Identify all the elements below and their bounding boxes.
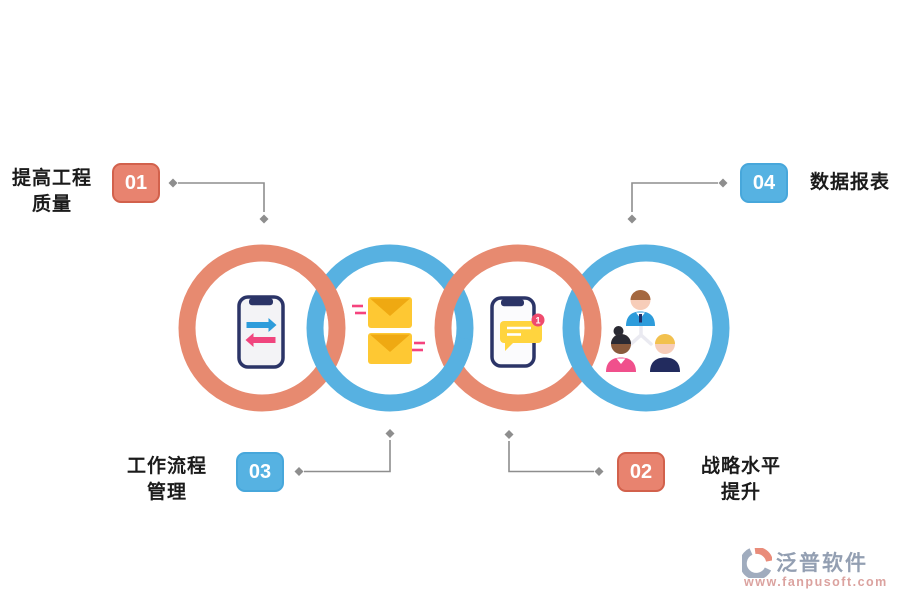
weave-patch <box>427 336 473 397</box>
watermark-brand: 泛普软件 <box>776 552 868 575</box>
diamond-endpoint <box>718 178 728 188</box>
notification-count: 1 <box>535 315 540 325</box>
watermark: 泛普软件 www.fanpusoft.com <box>742 547 898 593</box>
callout-02-line2: 提升 <box>720 482 761 503</box>
phone-transfer-icon <box>237 295 285 369</box>
diamond-endpoint <box>168 178 178 188</box>
callout-04-label: 数据报表 <box>800 170 900 196</box>
org-connector <box>629 324 653 346</box>
connector-04 <box>627 178 728 224</box>
phone-notch <box>501 299 524 307</box>
ring-2 <box>306 244 474 412</box>
connector-03 <box>294 429 395 476</box>
mail-icon <box>352 297 425 364</box>
fanpu-logo-icon <box>742 548 772 578</box>
diamond-endpoint <box>627 214 637 224</box>
callout-01-line2: 质量 <box>31 194 72 215</box>
ring-1 <box>178 244 346 412</box>
team-icon <box>606 290 680 372</box>
hair <box>655 334 675 344</box>
diamond-endpoint <box>504 430 514 439</box>
diamond-endpoint <box>594 467 604 476</box>
callout-03-badge: 03 <box>236 452 284 492</box>
ring-3 <box>434 244 602 412</box>
callout-01-label: 提高工程 质量 <box>0 166 104 218</box>
chat-phone-icon: 1 <box>490 296 545 368</box>
speed-lines <box>352 304 425 352</box>
hair <box>611 334 631 344</box>
callout-02-label: 战略水平 提升 <box>688 454 794 506</box>
connector-02 <box>504 430 604 476</box>
callout-03-line1: 工作流程 <box>126 456 207 477</box>
person-right <box>650 334 680 372</box>
chat-bubble <box>500 321 542 351</box>
callout-04-badge: 04 <box>740 163 788 203</box>
diamond-endpoint <box>294 467 304 476</box>
connector-01 <box>168 178 269 224</box>
callout-01-line1: 提高工程 <box>11 168 92 189</box>
envelope-top <box>368 297 412 328</box>
callout-02-line1: 战略水平 <box>700 456 781 477</box>
diamond-endpoint <box>259 214 269 224</box>
callout-01-badge: 01 <box>112 163 160 203</box>
callout-02-badge: 02 <box>617 452 665 492</box>
callout-03-line2: 管理 <box>146 482 187 503</box>
hair <box>630 290 651 300</box>
envelope-bottom <box>368 333 412 364</box>
arrow-right <box>246 318 277 332</box>
callout-04-line1: 数据报表 <box>809 172 890 193</box>
notification-badge: 1 <box>531 313 545 327</box>
arrow-left <box>245 333 276 347</box>
rings <box>178 244 730 412</box>
person-left <box>606 326 636 372</box>
weave-patch <box>555 259 601 320</box>
person-top <box>626 290 655 326</box>
ring-4 <box>562 244 730 412</box>
diamond-endpoint <box>385 429 395 438</box>
weave-patch <box>299 259 345 320</box>
watermark-url: www.fanpusoft.com <box>744 575 888 589</box>
phone-notch <box>249 298 273 306</box>
callout-03-label: 工作流程 管理 <box>114 454 220 506</box>
